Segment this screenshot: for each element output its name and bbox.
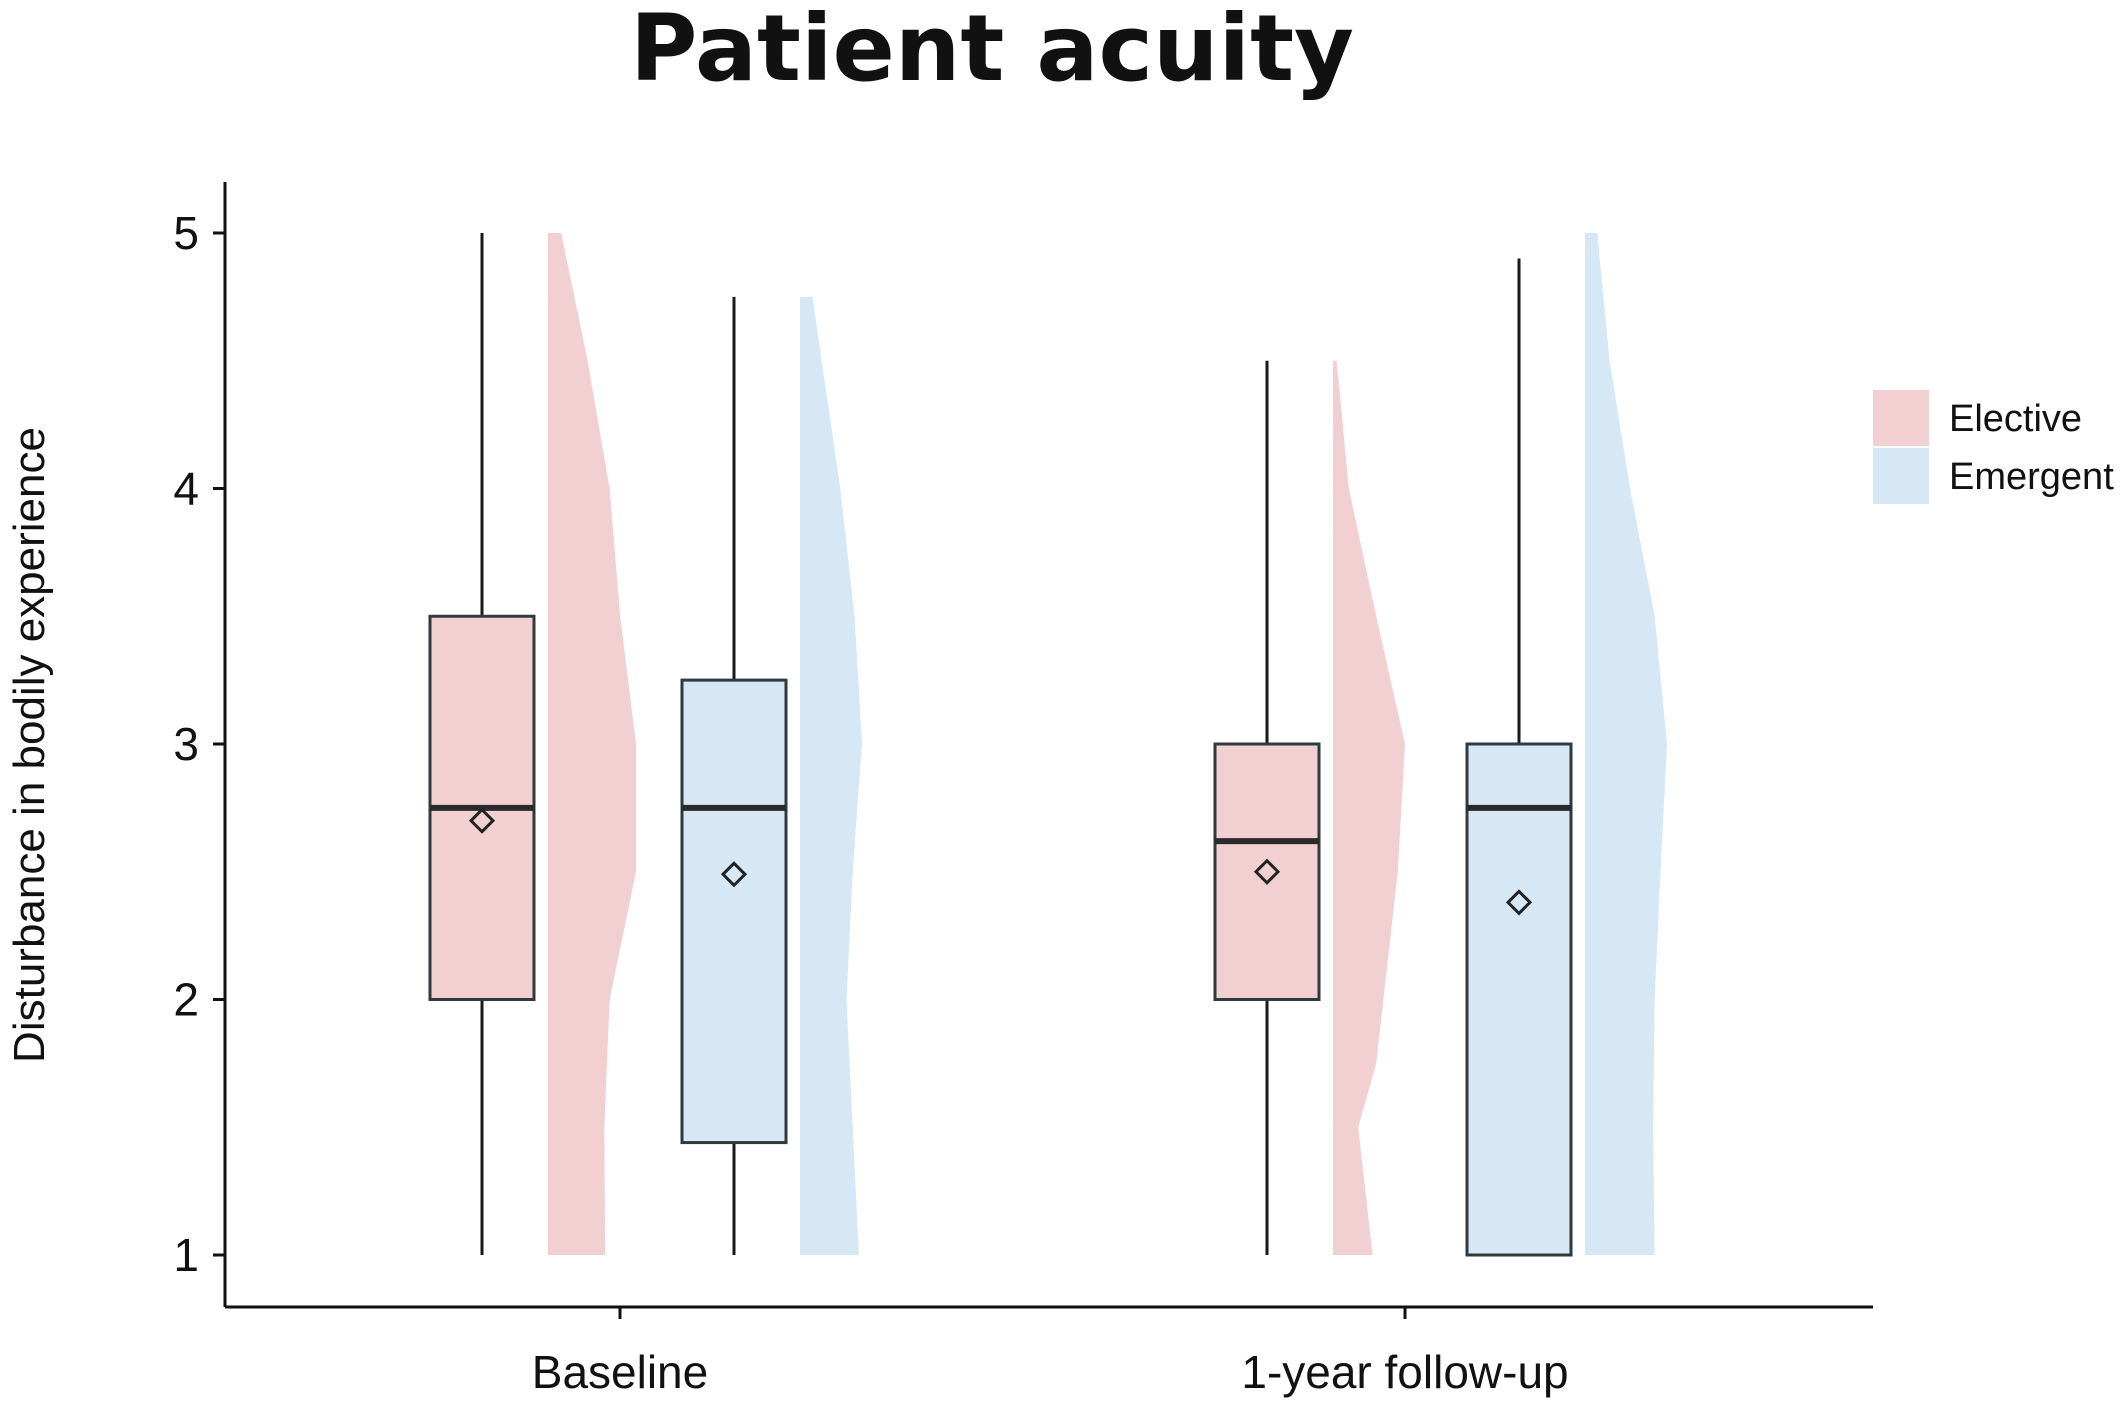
mean-marker-emergent-baseline [720,861,748,888]
density-elective-1-year-follow-up [1333,360,1405,1255]
legend-swatch-emergent [1873,448,1929,504]
y-tick-label-4: 4 [173,463,199,515]
box-emergent-baseline [680,678,788,1145]
x-tick-label-baseline: Baseline [532,1346,708,1398]
box-emergent-1-year-follow-up [1465,742,1573,1257]
legend-label-elective: Elective [1949,398,2082,440]
chart-title: Patient acuity [630,0,1354,102]
y-tick-label-3: 3 [173,718,199,770]
density-emergent-1-year-follow-up [1585,233,1667,1255]
mean-marker-elective-1-year-follow-up [1253,858,1281,885]
y-tick-label-2: 2 [173,974,199,1026]
y-tick-label-5: 5 [173,207,199,259]
legend-swatch-elective [1873,390,1929,446]
x-tick-label-1-year-follow-up: 1-year follow-up [1241,1346,1568,1398]
mean-marker-emergent-1-year-follow-up [1505,889,1533,916]
y-axis-label: Disturbance in bodily experience [5,427,54,1063]
y-tick-label-1: 1 [173,1229,199,1281]
legend-label-emergent: Emergent [1949,456,2114,498]
mean-marker-elective-baseline [468,807,496,834]
box-elective-1-year-follow-up [1213,742,1321,1001]
density-emergent-baseline [800,296,862,1255]
density-elective-baseline [548,233,636,1255]
plot-area [428,233,1667,1257]
